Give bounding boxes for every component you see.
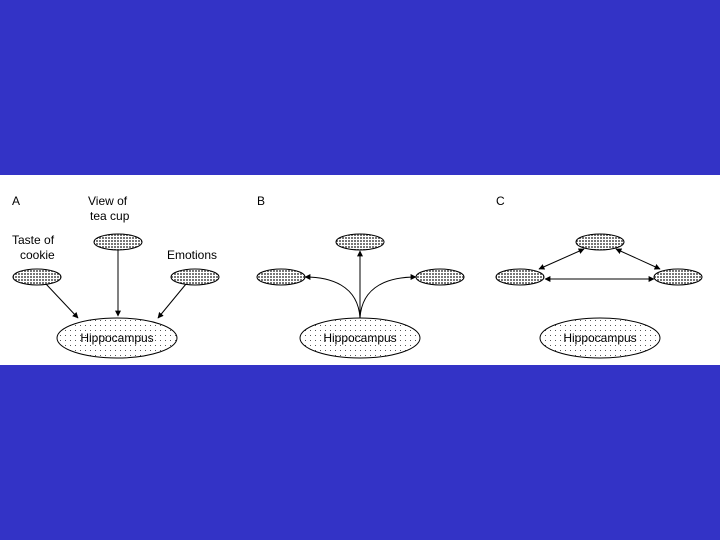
emotions-node	[170, 268, 220, 286]
view-label-2: tea cup	[90, 209, 130, 223]
panel-b: B Hippocampus	[256, 194, 465, 359]
taste-label-1: Taste of	[12, 233, 55, 247]
hippocampus-node-c	[539, 317, 661, 359]
panel-a: A View of tea cup Taste of cookie Emotio…	[12, 194, 220, 359]
node-left-c	[495, 268, 545, 286]
panel-c-label: C	[496, 194, 505, 208]
emotions-label: Emotions	[167, 248, 217, 262]
taste-label-2: cookie	[20, 248, 55, 262]
hippocampus-label-c: Hippocampus	[563, 331, 636, 345]
panel-c: C Hippocampus	[495, 194, 703, 359]
node-left-b	[256, 268, 306, 286]
view-label-1: View of	[88, 194, 128, 208]
view-node	[93, 233, 143, 251]
hippocampus-node-b	[299, 317, 421, 359]
node-right-b	[415, 268, 465, 286]
hippocampus-node-a	[56, 317, 178, 359]
hippocampus-label-a: Hippocampus	[80, 331, 153, 345]
hippocampus-label-b: Hippocampus	[323, 331, 396, 345]
panel-a-label: A	[12, 194, 20, 208]
taste-node	[12, 268, 62, 286]
node-right-c	[653, 268, 703, 286]
node-top-b	[335, 233, 385, 251]
panel-b-label: B	[257, 194, 265, 208]
node-top-c	[575, 233, 625, 251]
